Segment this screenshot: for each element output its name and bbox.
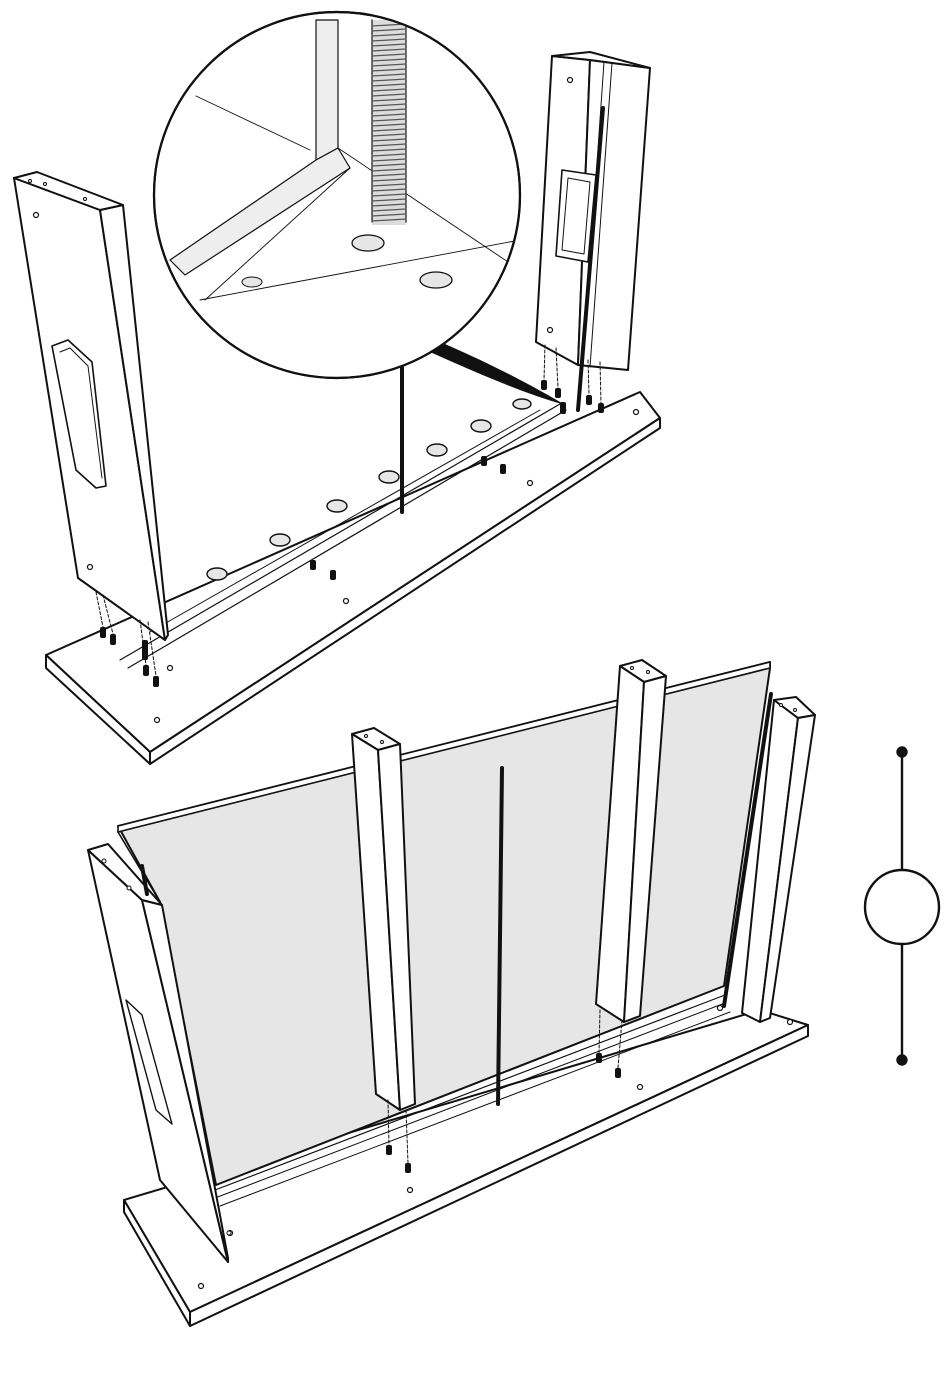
step-1-left-side-panel — [14, 172, 168, 640]
marker-circle-icon — [865, 870, 939, 944]
detail-threaded-rod — [372, 20, 406, 225]
step-1-detail-callout — [154, 12, 520, 378]
step-1-assembly — [14, 12, 660, 764]
marker-top-dot — [898, 748, 907, 757]
assembly-status-marker — [865, 748, 939, 1065]
step-2-assembly — [88, 660, 815, 1326]
marker-bottom-dot — [898, 1056, 907, 1065]
